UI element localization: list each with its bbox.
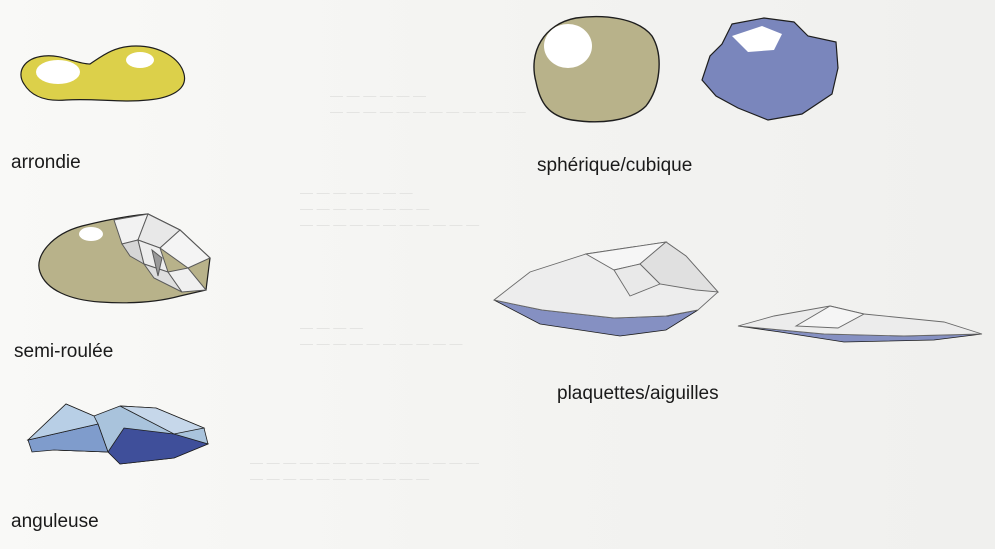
- label-plaquettes-aiguilles: plaquettes/aiguilles: [557, 383, 719, 405]
- angular-grain-illustration: [24, 394, 214, 468]
- flake-grain-illustration: [490, 238, 730, 340]
- bleed-through-text: — — — — — — — — — — — — — —— — — — — — —…: [250, 455, 479, 487]
- bleed-through-text: — — — — — — —— — — — — — — —— — — — — — …: [300, 185, 479, 233]
- label-anguleuse: anguleuse: [11, 511, 99, 533]
- bleed-through-text: — — — — — —— — — — — — — — — — — —: [330, 88, 526, 120]
- label-semi-roulee: semi-roulée: [14, 341, 113, 363]
- label-arrondie: arrondie: [11, 152, 81, 174]
- bleed-through-text: — — — —— — — — — — — — — —: [300, 320, 463, 352]
- semi-rounded-grain-illustration: [30, 210, 220, 310]
- rounded-grain-illustration: [10, 36, 190, 108]
- spherical-grain-illustration: [524, 12, 664, 124]
- cubic-grain-illustration: [698, 14, 848, 122]
- needle-grain-illustration: [734, 302, 986, 350]
- label-spherique-cubique: sphérique/cubique: [537, 155, 692, 177]
